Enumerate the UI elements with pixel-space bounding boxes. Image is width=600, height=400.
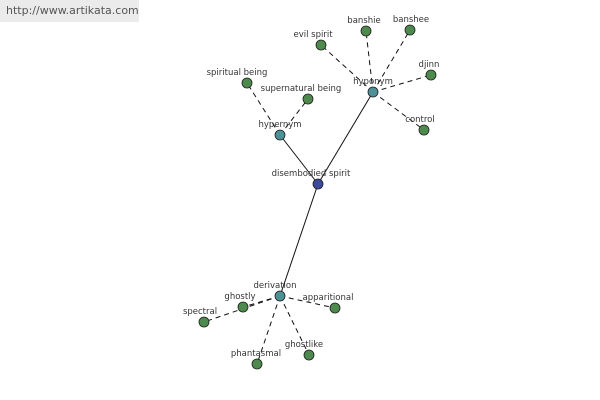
node-disembodied-spirit[interactable] bbox=[312, 178, 324, 190]
edge-derivation-1-to-phantasmal bbox=[256, 295, 281, 365]
node-label-hypernym-1[interactable]: hypernym bbox=[258, 120, 301, 130]
node-derivation-1[interactable] bbox=[274, 290, 286, 302]
edge-hyponym-1-to-djinn bbox=[372, 74, 432, 93]
edge-hypernym-1-to-supernatural-being bbox=[279, 98, 309, 136]
node-djinn[interactable] bbox=[425, 69, 437, 81]
node-label-supernatural-being[interactable]: supernatural being bbox=[261, 84, 342, 94]
node-label-djinn[interactable]: djinn bbox=[419, 60, 440, 70]
edge-disembodied-spirit-to-hyponym-1 bbox=[317, 91, 374, 185]
node-label-derivation-1[interactable]: derivation bbox=[253, 281, 296, 291]
node-label-evil-spirit[interactable]: evil spirit bbox=[293, 30, 333, 40]
edges-layer bbox=[203, 29, 432, 365]
labels-layer: disembodied spirit hypernym hyponym derivat… bbox=[183, 15, 440, 359]
node-supernatural-being[interactable] bbox=[302, 93, 314, 105]
url-watermark[interactable]: http://www.artikata.com bbox=[0, 0, 139, 22]
node-banshee[interactable] bbox=[404, 24, 416, 36]
edge-derivation-1-to-ghostly bbox=[242, 295, 281, 308]
node-hyponym-1[interactable] bbox=[367, 86, 379, 98]
edge-hyponym-1-to-evil-spirit bbox=[320, 44, 374, 93]
node-label-ghostly[interactable]: ghostly bbox=[224, 292, 255, 302]
node-label-banshee[interactable]: banshee bbox=[393, 15, 429, 25]
node-label-control[interactable]: control bbox=[405, 115, 434, 125]
node-control[interactable] bbox=[418, 124, 430, 136]
edge-derivation-1-to-ghostlike bbox=[279, 295, 310, 356]
edge-hyponym-1-to-banshee bbox=[372, 29, 411, 93]
node-label-apparitional[interactable]: apparitional bbox=[303, 293, 354, 303]
edge-disembodied-spirit-to-hypernym-1 bbox=[279, 134, 319, 185]
node-ghostlike[interactable] bbox=[303, 349, 315, 361]
node-label-hyponym-1[interactable]: hyponym bbox=[353, 77, 393, 87]
node-label-phantasmal[interactable]: phantasmal bbox=[231, 349, 281, 359]
node-phantasmal[interactable] bbox=[251, 358, 263, 370]
edge-hyponym-1-to-control bbox=[372, 91, 425, 131]
node-banshie[interactable] bbox=[360, 25, 372, 37]
node-label-ghostlike[interactable]: ghostlike bbox=[285, 340, 323, 350]
node-label-spectral[interactable]: spectral bbox=[183, 307, 217, 317]
node-label-spiritual-being[interactable]: spiritual being bbox=[207, 68, 268, 78]
edge-hypernym-1-to-spiritual-being bbox=[246, 82, 281, 136]
node-spiritual-being[interactable] bbox=[241, 77, 253, 89]
node-apparitional[interactable] bbox=[329, 302, 341, 314]
edge-hyponym-1-to-banshie bbox=[365, 30, 374, 93]
edge-derivation-1-to-apparitional bbox=[279, 295, 336, 309]
edge-disembodied-spirit-to-derivation-1 bbox=[279, 183, 319, 297]
node-spectral[interactable] bbox=[198, 316, 210, 328]
node-label-disembodied-spirit[interactable]: disembodied spirit bbox=[272, 169, 351, 179]
node-label-banshie[interactable]: banshie bbox=[347, 16, 380, 26]
url-watermark-text[interactable]: http://www.artikata.com bbox=[6, 4, 139, 17]
node-evil-spirit[interactable] bbox=[315, 39, 327, 51]
node-hypernym-1[interactable] bbox=[274, 129, 286, 141]
nodes-layer bbox=[198, 24, 437, 370]
node-ghostly[interactable] bbox=[237, 301, 249, 313]
